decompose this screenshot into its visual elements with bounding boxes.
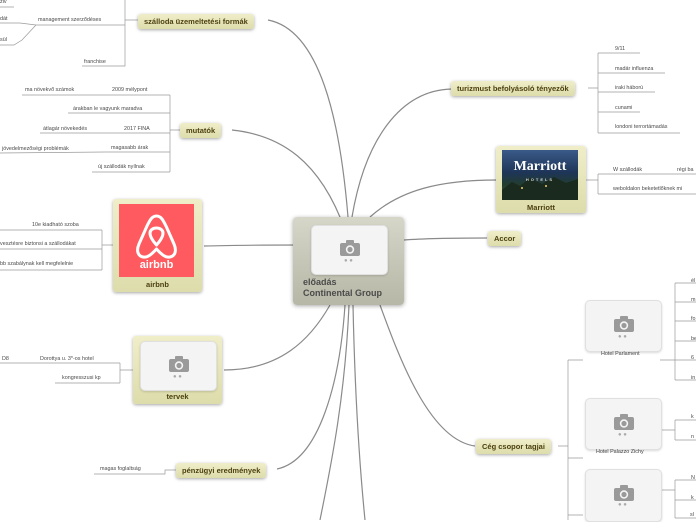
hotel-parlament-caption: Hotel Parlament — [601, 351, 640, 357]
leaf-high-occupancy: magas foglaltság — [100, 466, 141, 472]
leaf-cut: k — [691, 414, 694, 420]
central-topic[interactable]: ● ● előadás Continental Group — [293, 217, 404, 305]
leaf-cut: n — [691, 434, 694, 440]
node-label: turizmust befolyásoló tényezők — [457, 84, 569, 93]
node-marriott[interactable]: Marriott HOTELS Marriott — [496, 146, 586, 213]
leaf-w-hotels: W szállodák — [613, 167, 643, 173]
leaf-cut: sl — [690, 512, 694, 518]
leaf-tsunami: cunami — [615, 105, 633, 111]
node-label: szálloda üzemeltetési formák — [144, 17, 248, 26]
leaf-cut: él — [691, 278, 696, 284]
camera-icon — [339, 239, 360, 256]
marriott-logo-icon — [502, 177, 578, 200]
node-label: pénzügyi eredmények — [182, 466, 261, 475]
leaf-congress: kongresszusi kp — [62, 375, 101, 381]
leaf-avg-price-growth: átlagár növekedés — [43, 126, 88, 132]
node-label: Cég csopor tagjai — [482, 442, 545, 451]
hotel-palazzo-image[interactable]: ● ● — [585, 398, 662, 450]
plans-image-placeholder: ● ● — [140, 341, 217, 391]
leaf-management: management szerződéses — [38, 17, 102, 23]
central-image-placeholder: ● ● — [311, 225, 388, 275]
node-label: Marriott — [527, 203, 555, 212]
leaf-10e-rooms: 10e kiadható szoba — [32, 222, 79, 228]
central-title-line2: Continental Group — [303, 288, 382, 298]
central-title: előadás Continental Group — [303, 277, 382, 299]
node-label: mutatók — [186, 126, 216, 135]
node-airbnb[interactable]: airbnb airbnb — [113, 199, 202, 292]
camera-icon — [613, 484, 634, 501]
leaf-cut-3: sül — [0, 37, 7, 43]
marriott-logo-text: Marriott — [513, 159, 567, 174]
node-group-members[interactable]: Cég csopor tagjai — [476, 439, 551, 454]
node-accor[interactable]: Accor — [488, 231, 522, 246]
leaf-2009: 2009 mélypont — [112, 87, 148, 93]
leaf-regulations: bb szabálynak kell megfelelnie — [0, 261, 74, 267]
node-plans[interactable]: ● ● tervek — [133, 336, 222, 404]
leaf-cut-2: dát — [0, 16, 8, 22]
leaf-franchise: franchise — [84, 59, 106, 65]
airbnb-logo: airbnb — [119, 204, 194, 277]
leaf-cut: 6 — [691, 355, 694, 361]
airbnb-logo-icon — [136, 214, 177, 259]
leaf-new-hotels: új szállodák nyílnak — [98, 164, 145, 170]
camera-icon — [168, 355, 189, 372]
camera-icon — [613, 413, 634, 430]
leaf-iraq-war: iraki háború — [615, 85, 644, 91]
leaf-911: 9/11 — [615, 46, 626, 52]
leaf-cut: fo — [691, 316, 696, 322]
leaf-losing-hotels: vesztésre biztonsi a szállodákat — [0, 241, 76, 247]
node-tourism-factors[interactable]: turizmust befolyásoló tényezők — [451, 81, 575, 96]
node-label: Accor — [494, 234, 516, 243]
leaf-profitability: jövedelmezőségi problémák — [2, 146, 69, 152]
leaf-regi-ba: régi ba — [677, 167, 694, 173]
hotel-parlament-image[interactable]: ● ● — [585, 300, 662, 352]
leaf-cut: in — [691, 375, 696, 381]
leaf-cut: k — [691, 495, 694, 501]
node-financial-results[interactable]: pénzügyi eredmények — [176, 463, 267, 478]
airbnb-logo-text: airbnb — [139, 259, 174, 271]
leaf-cut: be — [691, 336, 696, 342]
leaf-growing-numbers: ma növekvő számok — [25, 87, 75, 93]
marriott-logo-sub: HOTELS — [525, 177, 555, 182]
hotel-third-image[interactable]: ● ● — [585, 469, 662, 522]
leaf-2017-fina: 2017 FINA — [124, 126, 150, 132]
leaf-website: weboldalon beketetlőknek mi — [613, 186, 683, 192]
leaf-bird-flu: madár influenza — [615, 66, 654, 72]
hotel-palazzo-caption: Hotel Palazzo Zichy — [596, 449, 644, 455]
node-hotel-operation-forms[interactable]: szálloda üzemeltetési formák — [138, 14, 254, 29]
leaf-dorottya: Dorottya u. 3*-os hotel — [40, 356, 94, 362]
node-label: airbnb — [146, 280, 169, 289]
leaf-prices-behind: árakban le vagyunk maradva — [73, 106, 143, 112]
leaf-d8: D8 — [2, 356, 9, 362]
node-label: tervek — [166, 392, 189, 401]
central-title-line1: előadás — [303, 277, 337, 287]
leaf-cut: N — [691, 475, 695, 481]
leaf-higher-prices: magasabb árak — [111, 145, 149, 151]
leaf-cut-1: ziv — [0, 0, 7, 5]
node-indicators[interactable]: mutatók — [180, 123, 222, 138]
leaf-cut: m — [691, 297, 696, 303]
marriott-logo: Marriott HOTELS — [502, 150, 578, 200]
camera-icon — [613, 315, 634, 332]
leaf-london-terror: londoni terrortámadás — [615, 124, 668, 130]
